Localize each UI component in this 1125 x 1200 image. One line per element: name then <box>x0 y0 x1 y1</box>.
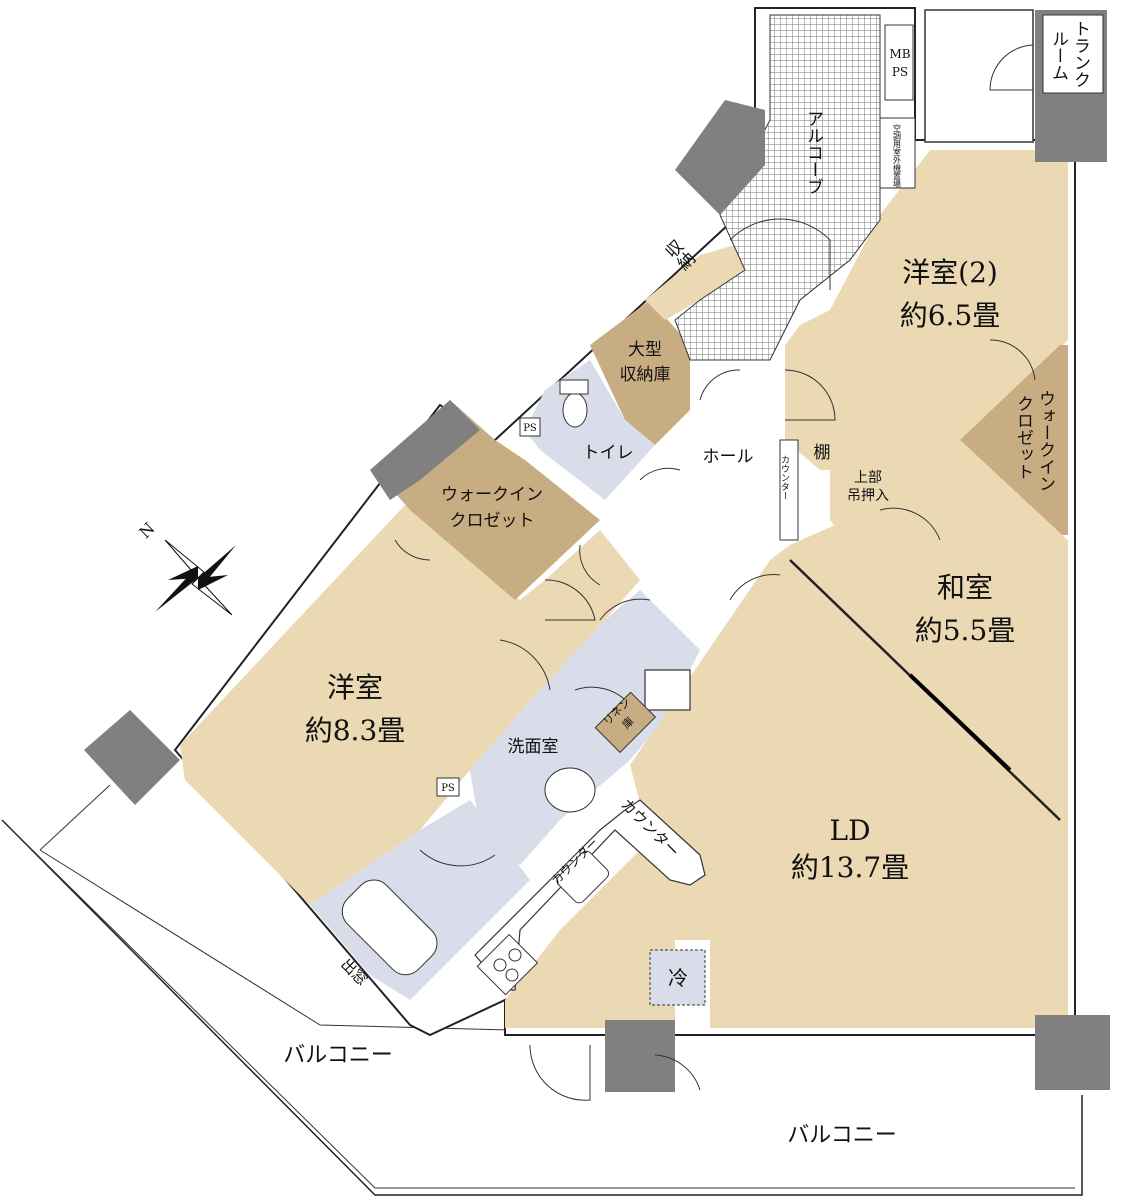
washbasin-icon <box>544 767 596 813</box>
room-western-2 <box>785 150 1068 505</box>
room-toilet <box>525 360 655 500</box>
room-walkin-closet-right <box>960 345 1068 535</box>
bathtub-icon <box>341 879 438 976</box>
western2-size: 約6.5畳 <box>900 299 1001 332</box>
ld-size: 約13.7畳 <box>791 851 909 884</box>
toilet-label: トイレ <box>583 443 634 463</box>
large-storage-line2: 収納庫 <box>620 365 671 385</box>
japanese-size: 約5.5畳 <box>915 614 1016 647</box>
walkin-b-line1: ウォークイン <box>1035 390 1055 492</box>
large-storage-line1: 大型 <box>628 340 662 360</box>
walkin-a-line2: クロゼット <box>450 511 535 531</box>
room-labels: 洋室(2) 約6.5畳 洋室 約8.3畳 和室 約5.5畳 LD 約13.7畳 … <box>283 20 1090 1148</box>
upper-closet-line2: 吊押入 <box>847 488 889 504</box>
room-ld <box>505 545 1068 1028</box>
fridge-space <box>649 949 706 1006</box>
room-western-1 <box>180 505 640 905</box>
door-swings <box>394 218 1036 1101</box>
japanese-name: 和室 <box>937 571 993 604</box>
ac-unit-label: 空調用室外機置場 <box>893 123 902 189</box>
walkin-a-line1: ウォークイン <box>441 485 543 505</box>
room-storage-small <box>645 245 745 320</box>
fridge-label: 冷 <box>668 966 688 990</box>
balcony1-label: バルコニー <box>283 1043 393 1068</box>
compass-north-icon: N <box>135 519 236 616</box>
balcony2-label: バルコニー <box>787 1123 897 1148</box>
room-bathroom <box>310 800 530 1000</box>
western1-name: 洋室 <box>327 671 383 704</box>
alcove-label: アルコーブ <box>803 110 823 195</box>
alcove <box>674 14 881 361</box>
room-japanese <box>790 440 1068 825</box>
mbps-line1: MB <box>889 47 910 61</box>
balcony-outline <box>1 784 1083 1196</box>
ld-name: LD <box>829 814 870 847</box>
western2-name: 洋室(2) <box>902 256 998 289</box>
svg-text:N: N <box>135 519 158 542</box>
walkin-b-line2: クロゼット <box>1013 395 1033 480</box>
washroom-label: 洗面室 <box>508 737 559 757</box>
shelf-label: 棚 <box>814 443 831 463</box>
stove-icon <box>476 933 539 996</box>
sink-icon <box>556 850 610 904</box>
trunk-line2: ルーム <box>1048 30 1068 81</box>
upper-closet-line1: 上部 <box>854 470 882 486</box>
room-upper-closet <box>830 465 905 540</box>
mbps-line2: PS <box>892 65 908 79</box>
toilet-icon <box>559 379 589 428</box>
room-washroom <box>470 590 700 865</box>
hall-label: ホール <box>703 447 754 467</box>
ps2-label: PS <box>523 423 537 434</box>
trunk-line1: トランク <box>1070 20 1090 88</box>
washing-machine-pan-icon <box>644 669 691 711</box>
western1-size: 約8.3畳 <box>305 714 406 747</box>
room-large-storage <box>590 300 690 445</box>
counter-hall-label: カウンター <box>779 455 790 500</box>
ps1-label: PS <box>441 783 455 794</box>
